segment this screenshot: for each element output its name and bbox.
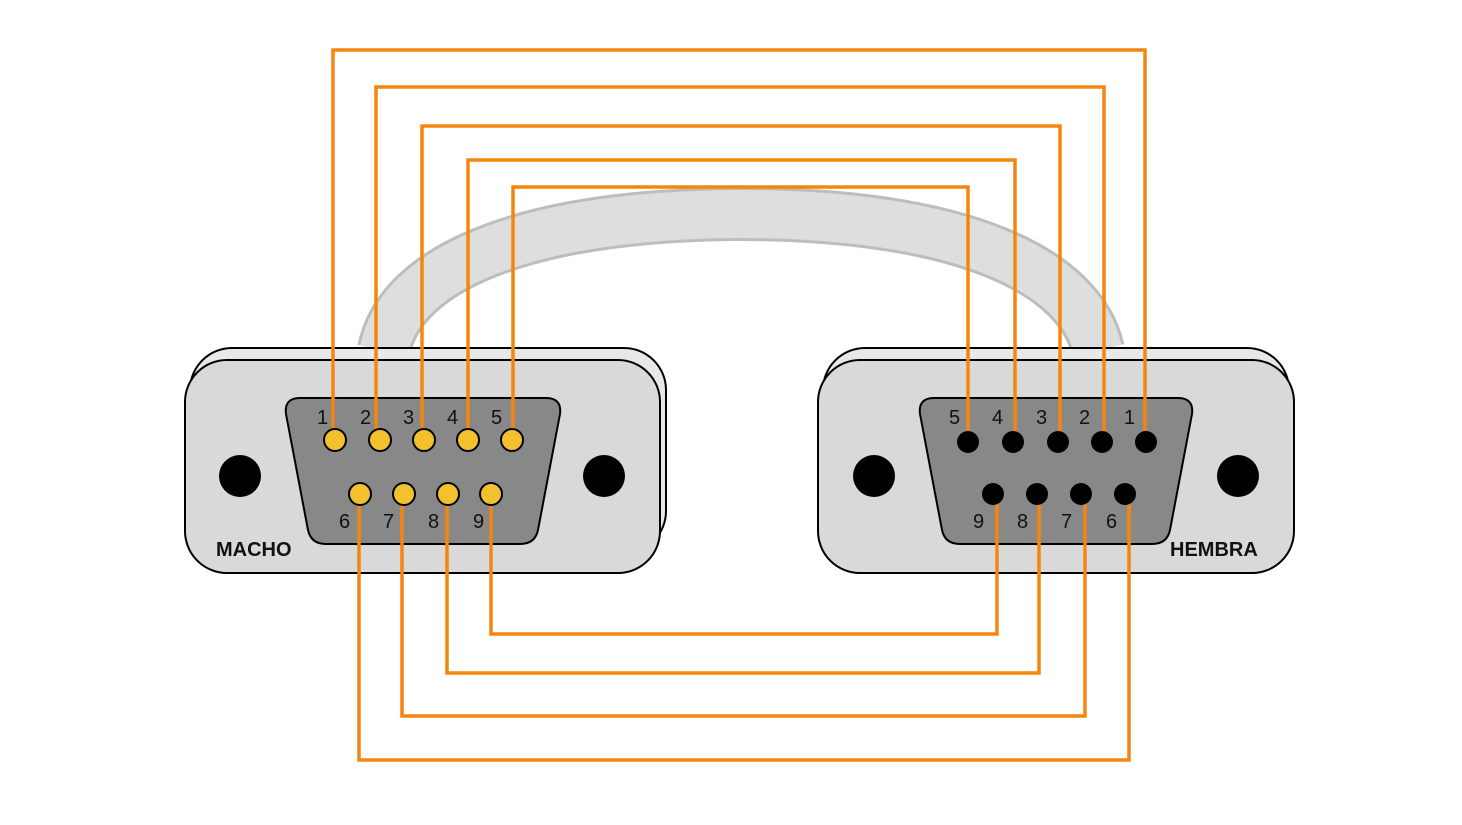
female-label: HEMBRA bbox=[1170, 539, 1258, 561]
female-pin-1 bbox=[1135, 431, 1157, 453]
male-pin-1 bbox=[323, 428, 347, 452]
male-pin-label-3: 3 bbox=[403, 407, 414, 429]
wire-2 bbox=[374, 85, 1106, 440]
male-pin-3 bbox=[412, 428, 436, 452]
female-pin-5 bbox=[957, 431, 979, 453]
female-screw-hole-right bbox=[1217, 455, 1259, 497]
male-screw-hole-right bbox=[583, 455, 625, 497]
male-pin-label-5: 5 bbox=[491, 407, 502, 429]
male-screw-hole-left bbox=[219, 455, 261, 497]
wire-4 bbox=[466, 158, 1017, 440]
wires bbox=[331, 48, 1147, 762]
female-pin-label-1: 1 bbox=[1124, 407, 1135, 429]
female-pin-label-2: 2 bbox=[1079, 407, 1090, 429]
female-pin-label-6: 6 bbox=[1106, 511, 1117, 533]
male-pin-label-6: 6 bbox=[339, 511, 350, 533]
cable-loop-inner bbox=[360, 189, 1122, 357]
male-pin-4 bbox=[456, 428, 480, 452]
wire-1 bbox=[331, 48, 1147, 440]
male-pin-8 bbox=[436, 482, 460, 506]
male-connector: MACHO bbox=[184, 347, 667, 574]
wire-5 bbox=[511, 185, 970, 440]
male-pin-7 bbox=[392, 482, 416, 506]
male-pin-label-4: 4 bbox=[447, 407, 458, 429]
male-pin-6 bbox=[348, 482, 372, 506]
female-pins: 5 4 3 2 1 9 8 7 6 bbox=[949, 407, 1157, 533]
female-pin-8 bbox=[1026, 483, 1048, 505]
male-pin-label-9: 9 bbox=[473, 511, 484, 533]
wire-8 bbox=[445, 493, 1041, 675]
female-pin-label-3: 3 bbox=[1036, 407, 1047, 429]
wire-3 bbox=[420, 124, 1062, 440]
male-pins: 1 2 3 4 5 6 7 8 9 bbox=[317, 407, 524, 533]
male-pin-label-8: 8 bbox=[428, 511, 439, 533]
male-pin-label-7: 7 bbox=[383, 511, 394, 533]
male-pin-label-1: 1 bbox=[317, 407, 328, 429]
female-pin-2 bbox=[1091, 431, 1113, 453]
female-pin-7 bbox=[1070, 483, 1092, 505]
female-screw-hole-left bbox=[853, 455, 895, 497]
female-pin-label-8: 8 bbox=[1017, 511, 1028, 533]
wire-6 bbox=[357, 493, 1131, 762]
female-pin-label-4: 4 bbox=[992, 407, 1003, 429]
female-pin-9 bbox=[982, 483, 1004, 505]
male-pin-2 bbox=[368, 428, 392, 452]
female-pin-6 bbox=[1114, 483, 1136, 505]
female-pin-label-9: 9 bbox=[973, 511, 984, 533]
male-label: MACHO bbox=[216, 539, 292, 561]
male-pin-5 bbox=[500, 428, 524, 452]
female-pin-label-5: 5 bbox=[949, 407, 960, 429]
wire-7 bbox=[400, 493, 1087, 718]
female-connector: HEMBRA bbox=[817, 347, 1295, 574]
female-face bbox=[918, 397, 1194, 545]
female-pin-3 bbox=[1047, 431, 1069, 453]
male-pin-9 bbox=[479, 482, 503, 506]
female-pin-4 bbox=[1002, 431, 1024, 453]
female-pin-label-7: 7 bbox=[1061, 511, 1072, 533]
male-pin-label-2: 2 bbox=[360, 407, 371, 429]
wire-9 bbox=[489, 493, 999, 636]
